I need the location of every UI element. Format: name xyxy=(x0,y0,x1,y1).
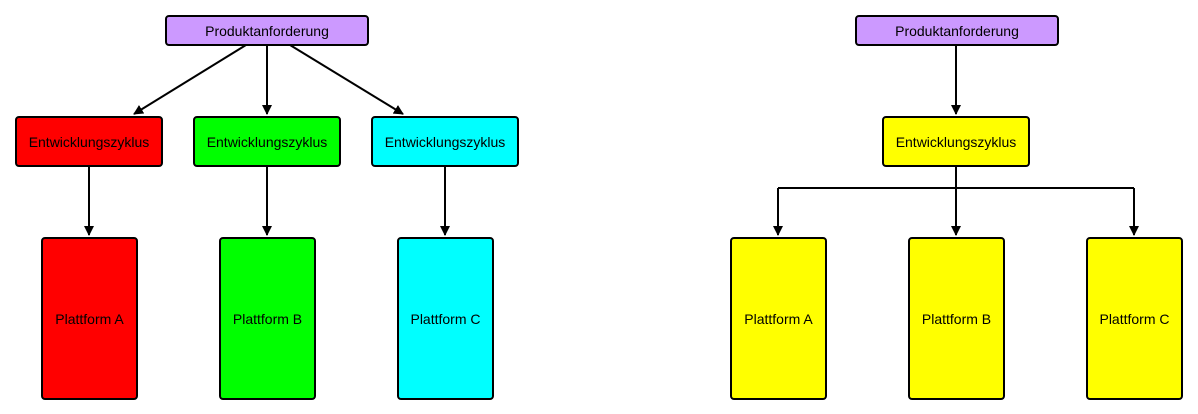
left-cycle-label-red: Entwicklungszyklus xyxy=(28,133,150,150)
right-requirement-label: Produktanforderung xyxy=(895,22,1019,39)
right-cycle-box: Entwicklungszyklus xyxy=(882,116,1030,167)
right-platform-label-a: Plattform A xyxy=(744,310,813,327)
left-requirement-box: Produktanforderung xyxy=(165,15,369,46)
left-platform-label-a: Plattform A xyxy=(55,310,124,327)
arrow-req-to-cycle-cyan xyxy=(289,44,404,115)
left-cycle-label-green: Entwicklungszyklus xyxy=(206,133,328,150)
left-platform-box-b: Plattform B xyxy=(219,237,316,400)
left-platform-label-b: Plattform B xyxy=(232,310,303,327)
right-platform-label-b: Plattform B xyxy=(921,310,992,327)
left-cycle-box-red: Entwicklungszyklus xyxy=(15,116,163,167)
right-platform-label-c: Plattform C xyxy=(1099,310,1170,327)
right-cycle-label: Entwicklungszyklus xyxy=(895,133,1017,150)
left-requirement-label: Produktanforderung xyxy=(205,22,329,39)
right-requirement-box: Produktanforderung xyxy=(855,15,1059,46)
right-platform-box-c: Plattform C xyxy=(1086,237,1183,400)
right-platform-box-a: Plattform A xyxy=(730,237,827,400)
left-cycle-label-cyan: Entwicklungszyklus xyxy=(384,133,506,150)
arrow-req-to-cycle-red xyxy=(133,44,247,115)
right-platform-box-b: Plattform B xyxy=(908,237,1005,400)
left-platform-box-c: Plattform C xyxy=(397,237,494,400)
left-cycle-box-green: Entwicklungszyklus xyxy=(193,116,341,167)
left-platform-label-c: Plattform C xyxy=(410,310,481,327)
left-platform-box-a: Plattform A xyxy=(41,237,138,400)
left-cycle-box-cyan: Entwicklungszyklus xyxy=(371,116,519,167)
